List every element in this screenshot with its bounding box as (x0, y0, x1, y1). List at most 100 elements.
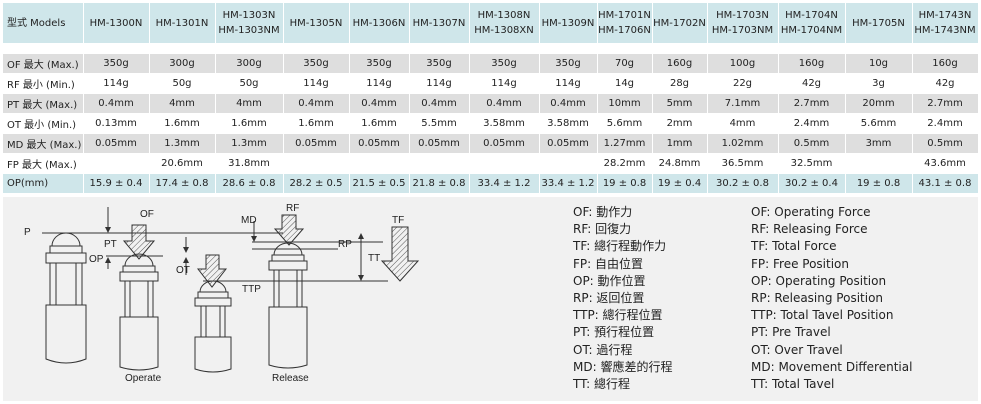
table-cell: 160g (912, 53, 979, 74)
model-header-cell: HM-1301N (149, 3, 216, 43)
table-cell: 10mm (597, 93, 653, 114)
table-cell: 19 ± 0.8 (845, 173, 913, 194)
legend-item: RF: Releasing Force (751, 222, 868, 237)
model-name: HM-1703NM (711, 25, 774, 36)
model-name: HM-1303N (222, 10, 276, 21)
table-cell (539, 153, 598, 174)
label-op: OP (89, 254, 104, 265)
row-label: RF 最小 (Min.) (3, 73, 84, 94)
table-cell: 3.58mm (539, 113, 598, 134)
tf-force-arrow (380, 226, 420, 282)
table-cell: 0.5mm (778, 133, 846, 154)
table-cell: 21.5 ± 0.5 (349, 173, 410, 194)
legend-item: OF: Operating Force (751, 205, 871, 219)
table-cell: 0.05mm (283, 133, 350, 154)
table-cell (469, 153, 540, 174)
table-cell (83, 153, 150, 174)
switch-operate (119, 253, 159, 371)
table-cell: 4mm (215, 93, 284, 114)
label-pt: PT (104, 239, 117, 250)
models-header-cell: 型式 Models (3, 3, 84, 43)
table-cell: 42g (912, 73, 979, 94)
table-cell: 19 ± 0.4 (652, 173, 708, 194)
ot-force-arrow (196, 254, 228, 288)
table-cell: 43.1 ± 0.8 (912, 173, 979, 194)
legend-item: OP: 動作位置 (573, 273, 646, 288)
table-cell: 1.3mm (149, 133, 216, 154)
table-cell: 114g (469, 73, 540, 94)
table-cell: 300g (215, 53, 284, 74)
model-header-cell: HM-1305N (283, 3, 350, 43)
model-name: HM-1743N (918, 10, 972, 21)
table-cell: 20.6mm (149, 153, 216, 174)
model-name: HM-1306N (352, 17, 406, 29)
table-cell: 5mm (652, 93, 708, 114)
legend-item: PT: Pre Travel (751, 325, 831, 340)
table-cell: 0.05mm (409, 133, 470, 154)
row-label: OP(mm) (3, 173, 84, 194)
model-name: HM-1308XN (474, 25, 534, 36)
table-cell: 28g (652, 73, 708, 94)
label-tf: TF (392, 215, 404, 226)
table-cell: 21.8 ± 0.8 (409, 173, 470, 194)
legend-item: OF: 動作力 (573, 205, 633, 219)
table-cell: 160g (778, 53, 846, 74)
table-cell: 15.9 ± 0.4 (83, 173, 150, 194)
table-cell: 100g (707, 53, 779, 74)
table-cell: 0.4mm (409, 93, 470, 114)
legend-item: MD: 響應差的行程 (573, 359, 673, 374)
table-cell: 0.5mm (912, 133, 979, 154)
legend-item: PT: 預行程位置 (573, 325, 655, 340)
model-header-cell: HM-1702N (652, 3, 708, 43)
model-name: HM-1743NM (914, 25, 976, 36)
model-header-cell: HM-1309N (539, 3, 598, 43)
table-cell: 1.6mm (215, 113, 284, 134)
table-cell: 2.7mm (912, 93, 979, 114)
model-name: HM-1703N (716, 10, 769, 21)
model-header-cell: HM-1307N (409, 3, 470, 43)
table-cell: 0.05mm (349, 133, 410, 154)
model-header-cell: HM-1306N (349, 3, 410, 43)
label-ttp: TTP (242, 284, 261, 295)
table-cell: 70g (597, 53, 653, 74)
table-cell: 7.1mm (707, 93, 779, 114)
table-cell: 33.4 ± 1.2 (469, 173, 540, 194)
model-name: HM-1303NM (218, 25, 280, 36)
table-cell: 4mm (149, 93, 216, 114)
legend-item: FP: 自由位置 (573, 256, 643, 271)
legend-item: OT: 過行程 (573, 342, 633, 357)
table-cell: 28.2 ± 0.5 (283, 173, 350, 194)
legend-item: RP: 返回位置 (573, 290, 645, 305)
legend-item: MD: Movement Differential (751, 359, 913, 374)
table-cell: 350g (469, 53, 540, 74)
legend-item: TT: Total Tavel (751, 376, 835, 391)
switch-release (268, 242, 308, 369)
model-name: HM-1305N (289, 17, 343, 29)
table-cell: 32.5mm (778, 153, 846, 174)
table-cell: 2.4mm (778, 113, 846, 134)
table-cell: 5.5mm (409, 113, 470, 134)
legend-item: TTP: Total Tavel Position (751, 308, 894, 323)
table-cell: 114g (349, 73, 410, 94)
table-cell: 0.4mm (283, 93, 350, 114)
row-label: FP 最大 (Max.) (3, 153, 84, 174)
table-cell: 3.58mm (469, 113, 540, 134)
switch-travel-diagram: P PT OP OF OT MD RF RP TF TT TTP Operate… (24, 203, 420, 384)
table-cell: 350g (409, 53, 470, 74)
table-cell: 0.05mm (83, 133, 150, 154)
table-cell (409, 153, 470, 174)
table-cell: 19 ± 0.8 (597, 173, 653, 194)
legend-item: RP: Releasing Position (751, 290, 884, 305)
table-cell: 3mm (845, 133, 913, 154)
label-md: MD (241, 215, 257, 226)
model-name: HM-1701N (598, 10, 651, 21)
model-header-cell: HM-1300N (83, 3, 150, 43)
table-cell: 1.02mm (707, 133, 779, 154)
table-cell: 20mm (845, 93, 913, 114)
